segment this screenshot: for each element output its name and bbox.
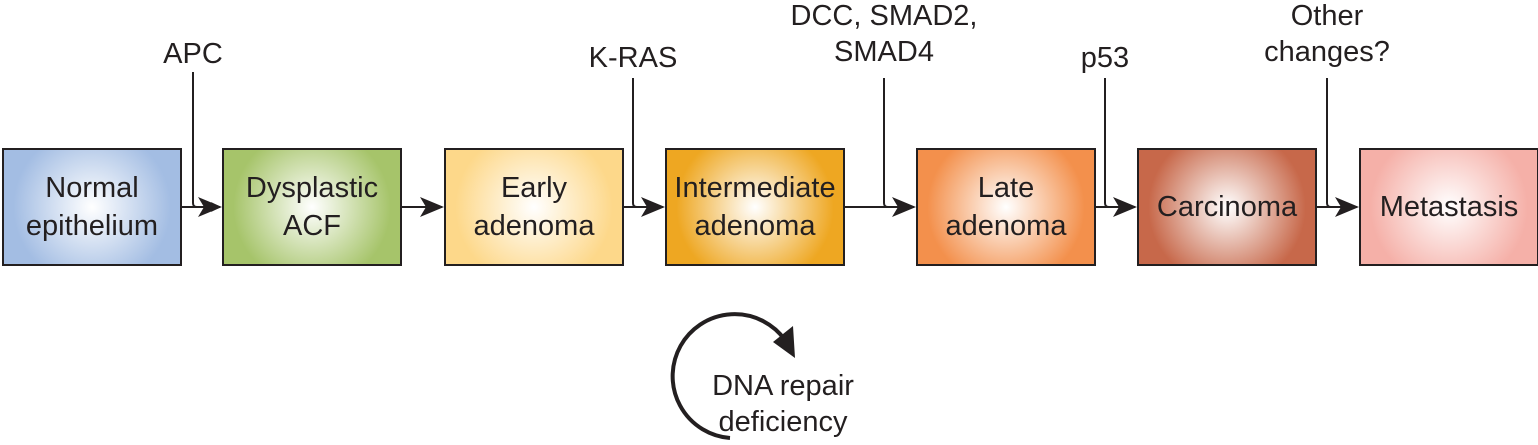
mutation-label-line: APC bbox=[163, 38, 223, 70]
mutation-label: p53 bbox=[1081, 40, 1129, 76]
stage-box: Late adenoma bbox=[916, 148, 1096, 266]
mutation-label-line: SMAD4 bbox=[834, 36, 934, 68]
stage-label: adenoma bbox=[694, 210, 816, 242]
mutation-label: K-RAS bbox=[589, 40, 678, 76]
other-line bbox=[1326, 78, 1334, 208]
stage-label: epithelium bbox=[25, 210, 159, 242]
stage-box: Intermediate adenoma bbox=[665, 148, 845, 266]
stage-label: Normal bbox=[45, 172, 139, 204]
stage-label: Early bbox=[500, 172, 568, 204]
stage-label: Metastasis bbox=[1379, 191, 1519, 223]
stage-box: Normal epithelium bbox=[2, 148, 182, 266]
stage-label: Late bbox=[977, 172, 1035, 204]
mutation-label: APC bbox=[163, 36, 223, 72]
stage-label: Intermediate bbox=[674, 172, 836, 204]
stage-label: Dysplastic bbox=[245, 172, 379, 204]
dna-repair-line: DNA repair bbox=[712, 370, 854, 402]
mutation-label: DCC, SMAD2, SMAD4 bbox=[791, 0, 978, 70]
dna-repair-line: deficiency bbox=[718, 406, 848, 438]
stage-label: adenoma bbox=[945, 210, 1067, 242]
stage-label: adenoma bbox=[473, 210, 595, 242]
stage-label: ACF bbox=[283, 210, 341, 242]
mutation-label-line: DCC, SMAD2, bbox=[790, 0, 978, 32]
apc-line bbox=[192, 72, 200, 208]
mutation-label-line: changes? bbox=[1264, 36, 1390, 68]
dna-repair-label: DNA repair deficiency bbox=[712, 368, 854, 440]
mutation-label: Other changes? bbox=[1264, 0, 1390, 70]
stage-box: Metastasis bbox=[1359, 148, 1538, 266]
dcc-line bbox=[883, 78, 891, 208]
mutation-label-line: K-RAS bbox=[588, 42, 678, 74]
kras-line bbox=[632, 78, 640, 208]
stage-label: Carcinoma bbox=[1156, 191, 1298, 223]
dna-repair-cycle-icon bbox=[670, 312, 787, 440]
stage-box: Early adenoma bbox=[444, 148, 624, 266]
p53-line bbox=[1104, 78, 1112, 208]
mutation-label-line: Other bbox=[1290, 0, 1364, 32]
stage-box: Carcinoma bbox=[1137, 148, 1317, 266]
mutation-label-line: p53 bbox=[1080, 42, 1130, 74]
dna-repair-arrowhead-icon bbox=[773, 326, 795, 358]
